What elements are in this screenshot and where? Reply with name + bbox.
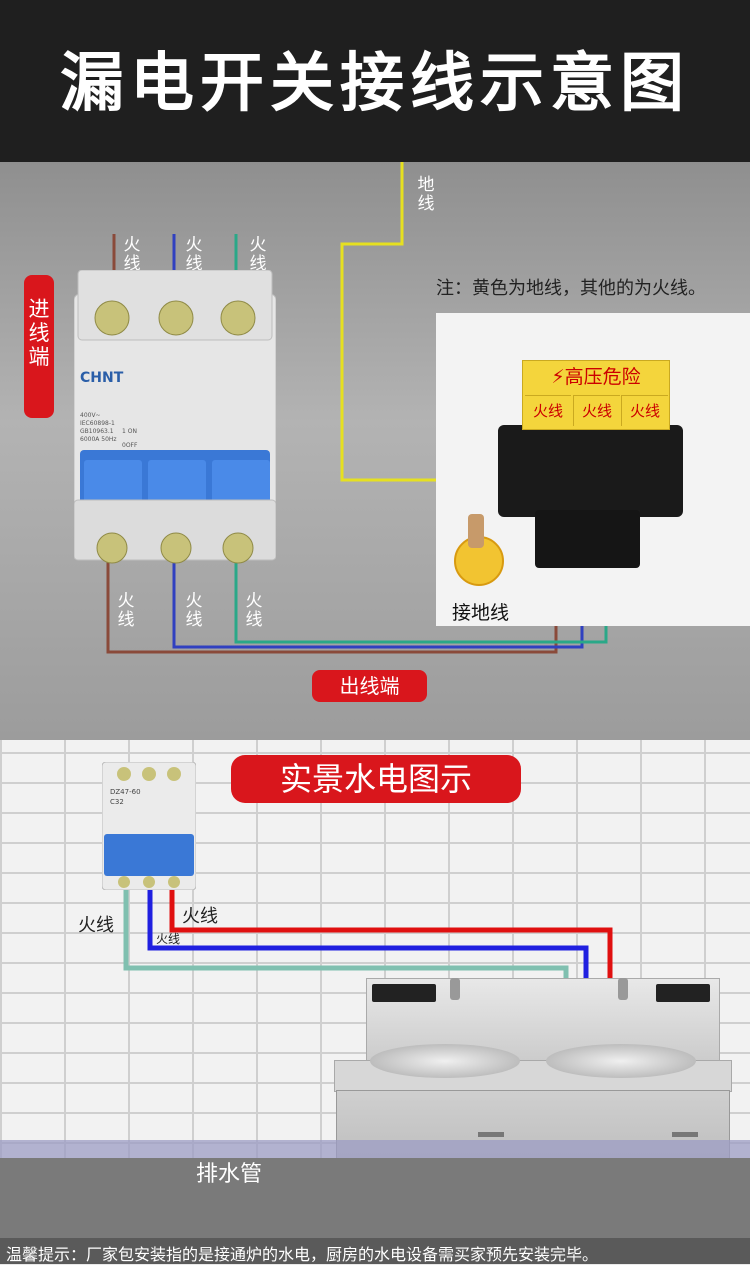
lightning-icon: ⚡ — [551, 366, 565, 388]
breaker-off-label: 0OFF — [122, 442, 138, 449]
spec-line: GB10963.1 — [80, 428, 114, 435]
scene-wire-label-2: 火线 — [182, 906, 218, 927]
scene-wire-label-3: 火线 — [156, 932, 181, 946]
breaker-brand: CHNT — [80, 370, 124, 386]
ground-terminal-icon — [468, 514, 484, 548]
warning-title: ⚡高压危险 — [523, 363, 669, 391]
scene-breaker-rating: C32 — [110, 798, 124, 806]
scene-breaker-model: DZ47-60 — [110, 788, 141, 796]
faucet-right-icon — [618, 978, 628, 1000]
warning-cell-1: 火线 — [525, 395, 571, 426]
faucet-left-icon — [450, 978, 460, 1000]
outlet-live-label-2: 火线 — [185, 591, 203, 630]
wire-color-note: 注：黄色为地线，其他的为火线。 — [436, 278, 706, 299]
scene-wire-blue — [147, 890, 589, 980]
junction-box-lower — [535, 510, 640, 568]
footer-note: 温馨提示：厂家包安装指的是接通炉的水电，厨房的水电设备需买家预先安装完毕。 — [6, 1245, 599, 1264]
page-title: 漏电开关接线示意图 — [60, 47, 690, 121]
wok-left — [370, 1044, 520, 1078]
control-panel-right — [656, 984, 710, 1002]
spec-line: 400V~ — [80, 412, 101, 419]
scene-breaker: DZ47-60 C32 — [101, 761, 197, 891]
floor — [0, 1158, 750, 1238]
warning-cell-3: 火线 — [621, 395, 668, 426]
warning-title-text: 高压危险 — [564, 366, 641, 388]
wok-right — [546, 1044, 696, 1078]
footer-bar — [0, 1238, 750, 1264]
outlet-live-label-1: 火线 — [117, 591, 135, 630]
control-panel-left — [372, 984, 436, 1002]
cabinet-handle-right — [672, 1132, 698, 1137]
inlet-live-label-2: 火线 — [185, 235, 203, 274]
inlet-live-label-3: 火线 — [249, 235, 267, 274]
scene-title: 实景水电图示 — [231, 755, 521, 803]
scene-wire-red — [169, 890, 613, 980]
breaker-body — [73, 269, 277, 564]
outlet-tag: 出线端 — [312, 670, 427, 702]
bottom-screws — [96, 532, 254, 564]
scene-wire-teal — [123, 890, 569, 980]
scene-wire-label-1: 火线 — [78, 915, 114, 936]
inlet-tag-text: 进线端 — [28, 297, 50, 369]
ground-terminal-label: 接地线 — [452, 602, 510, 624]
inlet-tag: 进线端 — [24, 275, 54, 418]
breaker-specs: 400V~ IEC60898-1 GB10963.1 6000A 50Hz — [80, 412, 117, 444]
warning-cell-2: 火线 — [573, 395, 620, 426]
top-screws — [94, 300, 256, 336]
header-bar — [0, 0, 750, 162]
circuit-breaker: CHNT 400V~ IEC60898-1 GB10963.1 6000A 50… — [73, 269, 277, 570]
ground-wire-label: 地线 — [417, 175, 435, 214]
scene-wiring — [123, 890, 613, 980]
cabinet-handle-left — [478, 1132, 504, 1137]
inlet-live-label-1: 火线 — [123, 235, 141, 274]
spec-line: 6000A 50Hz — [80, 436, 117, 443]
breaker-on-label: 1 ON — [122, 428, 137, 435]
high-voltage-sign: ⚡高压危险 火线 火线 火线 — [522, 360, 670, 430]
spec-line: IEC60898-1 — [80, 420, 115, 427]
drain-pipe — [0, 1140, 750, 1158]
outlet-live-label-3: 火线 — [245, 591, 263, 630]
junction-box — [498, 425, 683, 517]
drain-pipe-label: 排水管 — [196, 1162, 263, 1187]
